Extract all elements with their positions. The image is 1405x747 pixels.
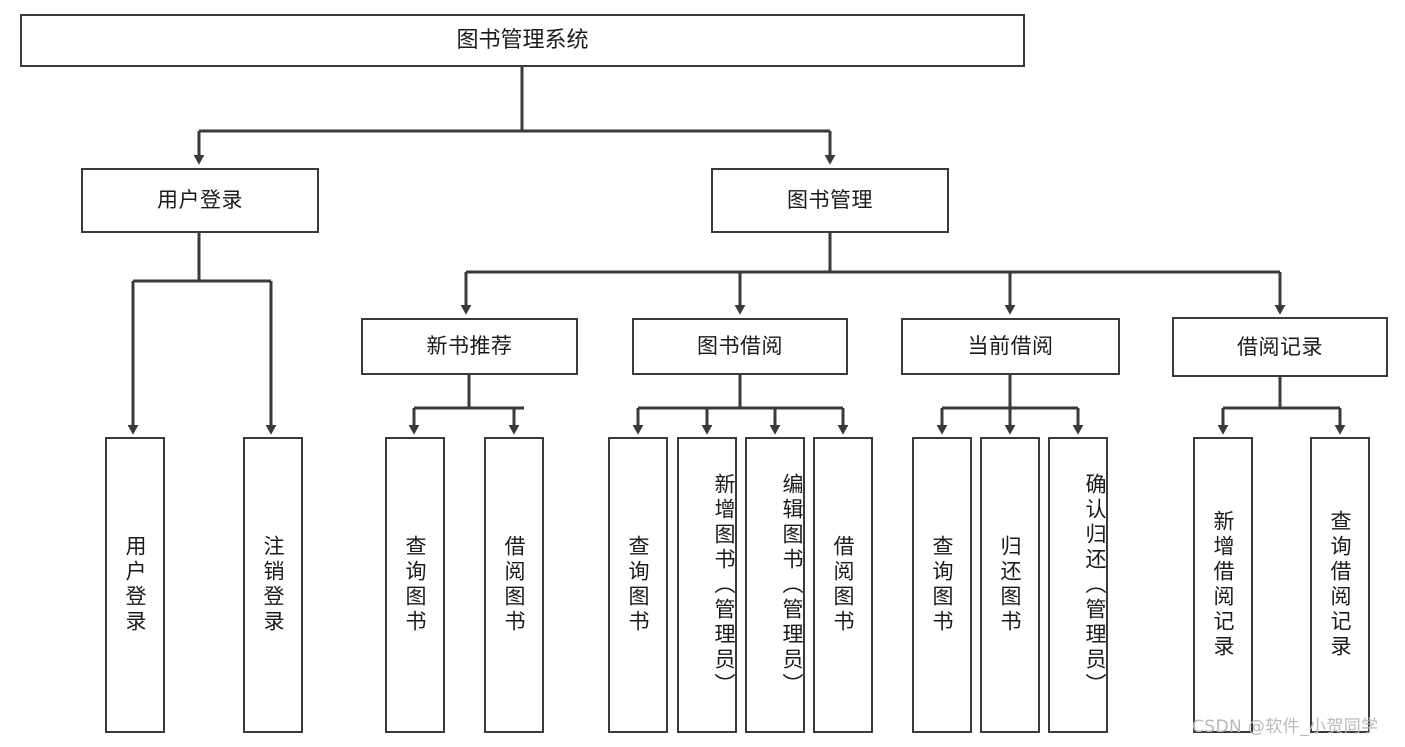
node-leaf-borrow-book-1[interactable]: 借阅图书 [484,437,544,733]
node-leaf-query-record[interactable]: 查询借阅记录 [1310,437,1370,733]
node-current-borrow[interactable]: 当前借阅 [901,318,1120,375]
node-book-manage[interactable]: 图书管理 [711,168,949,233]
node-borrow-record[interactable]: 借阅记录 [1172,317,1388,377]
node-leaf-user-login[interactable]: 用户登录 [105,437,165,733]
node-leaf-query-book-2[interactable]: 查询图书 [608,437,668,733]
node-new-book-recommend[interactable]: 新书推荐 [361,318,578,375]
watermark-text: CSDN @软件_小贺同学 [1192,717,1379,737]
node-leaf-confirm-return[interactable]: 确认归还（管理员） [1048,437,1108,733]
node-leaf-edit-book[interactable]: 编辑图书（管理员） [745,437,805,733]
node-leaf-return-book[interactable]: 归还图书 [980,437,1040,733]
node-root[interactable]: 图书管理系统 [20,14,1025,67]
node-leaf-borrow-book-2[interactable]: 借阅图书 [813,437,873,733]
node-leaf-add-book[interactable]: 新增图书（管理员） [677,437,737,733]
node-leaf-query-book-1[interactable]: 查询图书 [385,437,445,733]
node-leaf-add-record[interactable]: 新增借阅记录 [1193,437,1253,733]
node-book-borrow[interactable]: 图书借阅 [632,318,848,375]
node-leaf-logout-login[interactable]: 注销登录 [243,437,303,733]
node-leaf-query-book-3[interactable]: 查询图书 [912,437,972,733]
node-user-login[interactable]: 用户登录 [81,168,319,233]
